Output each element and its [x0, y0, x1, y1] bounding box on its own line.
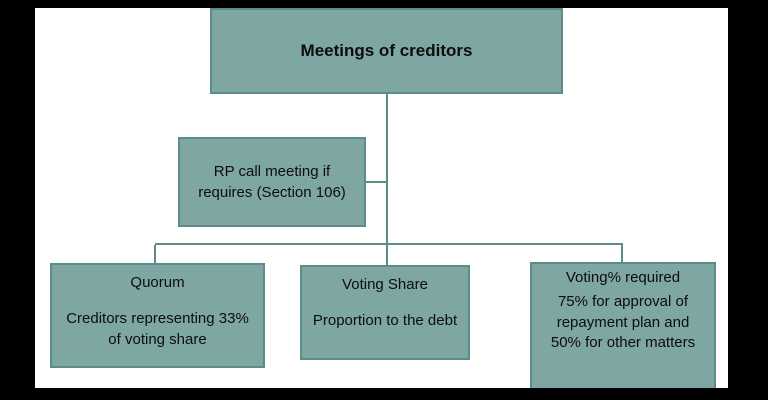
frame-bottom	[0, 388, 768, 400]
connector-root-vertical	[386, 94, 388, 245]
node-rp-call-meeting: RP call meeting if requires (Section 106…	[178, 137, 366, 227]
connector-stub-voting-required	[621, 245, 623, 262]
node-body: 75% for approval of repayment plan and 5…	[550, 293, 696, 351]
node-body: Creditors representing 33% of voting sha…	[66, 310, 249, 348]
node-title: Meetings of creditors	[300, 41, 473, 60]
connector-stub-quorum	[154, 245, 156, 263]
connector-stub-voting-share	[386, 245, 388, 265]
node-title: Quorum	[130, 274, 185, 291]
node-quorum: Quorum Creditors representing 33% of vot…	[50, 263, 265, 368]
node-title: Voting% required	[565, 269, 681, 286]
node-text: RP call meeting if requires (Section 106…	[198, 163, 346, 201]
node-title: Voting Share	[342, 276, 428, 293]
node-voting-percent-required: Voting% required 75% for approval of rep…	[530, 262, 716, 396]
node-voting-share: Voting Share Proportion to the debt	[300, 265, 470, 360]
connector-children-horizontal	[155, 243, 623, 245]
node-body: Proportion to the debt	[312, 312, 458, 330]
connector-side-horizontal	[366, 181, 386, 183]
node-meetings-of-creditors: Meetings of creditors	[210, 8, 563, 94]
